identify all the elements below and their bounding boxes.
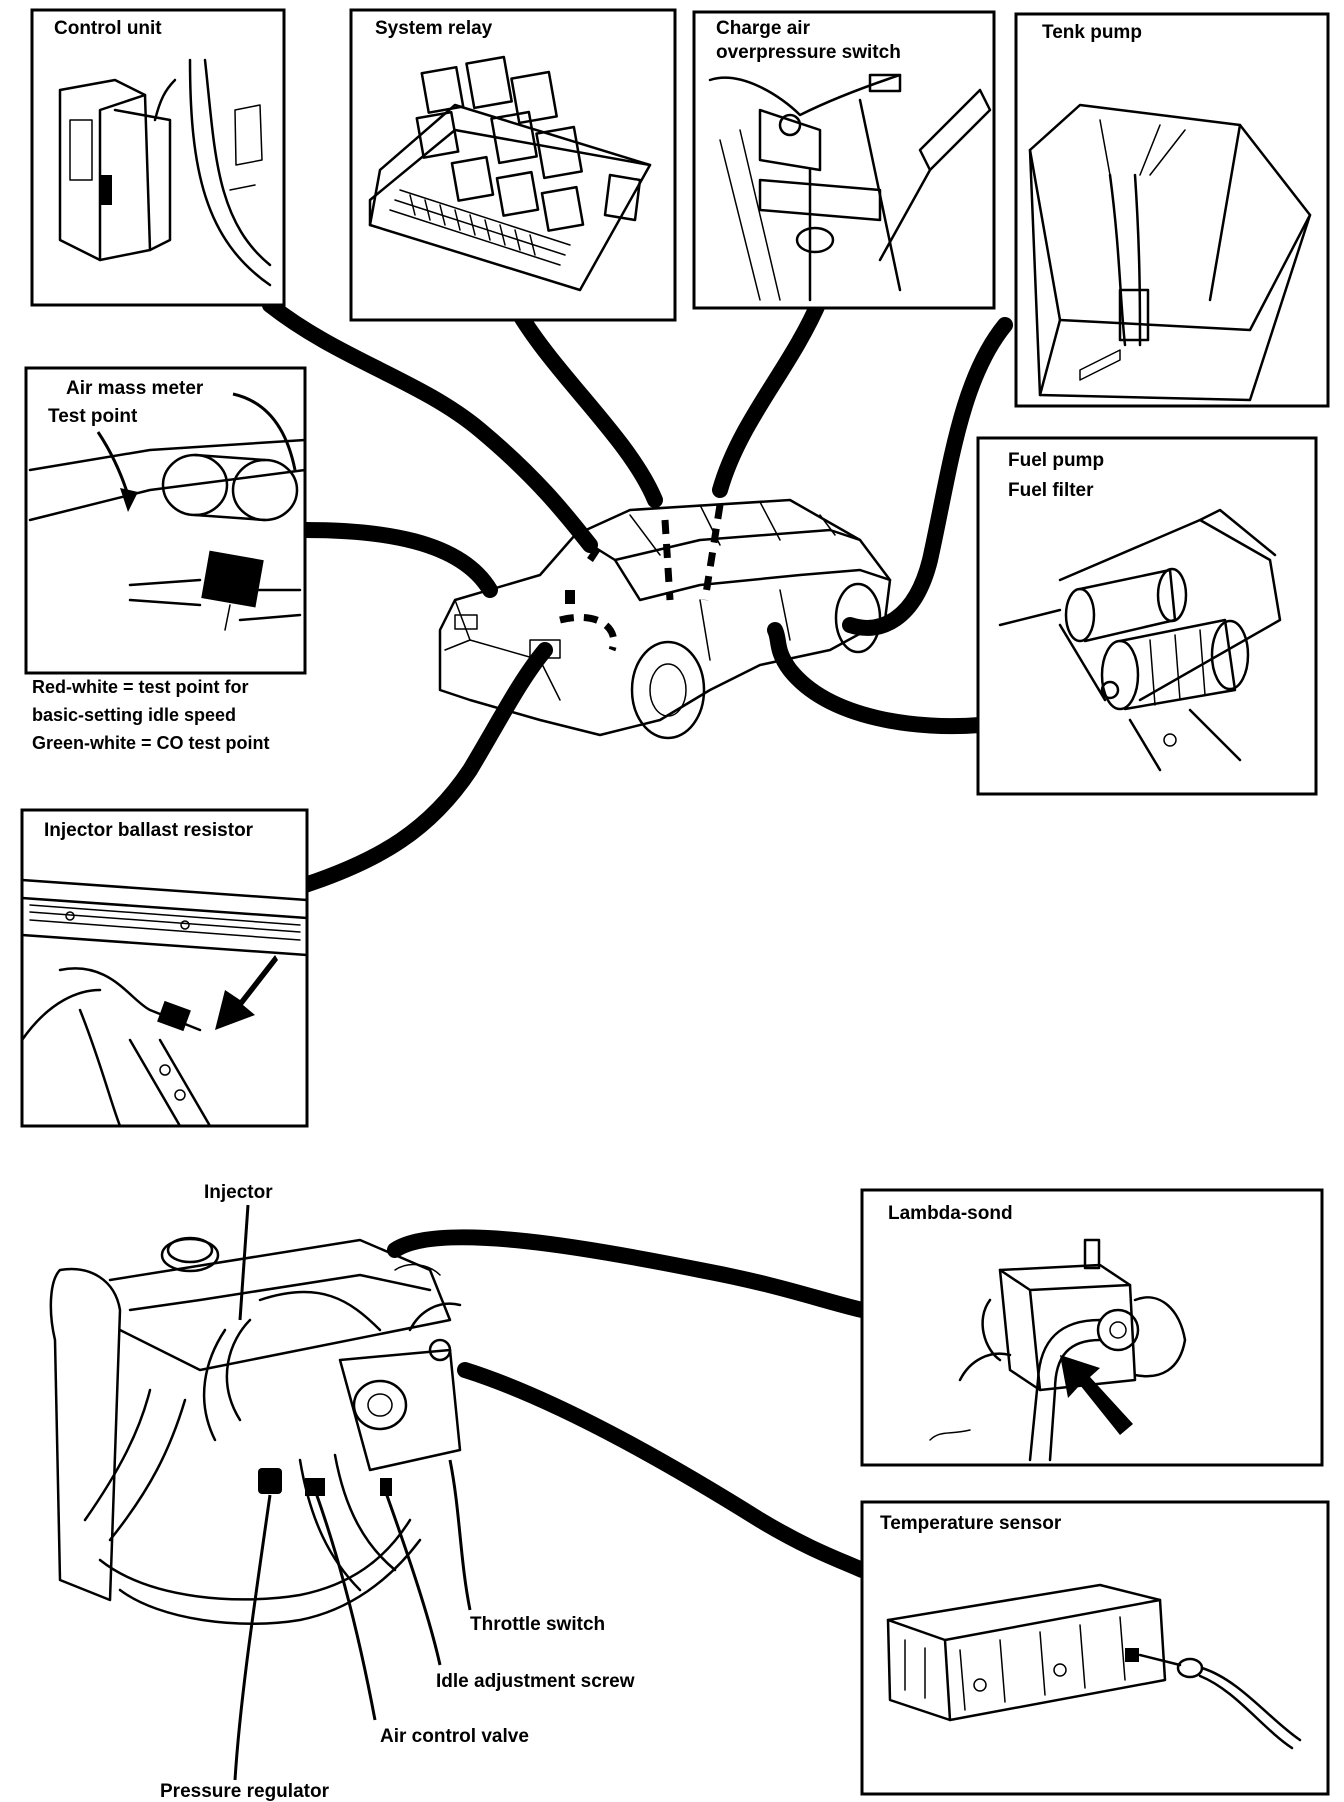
engine-illustration xyxy=(49,1236,462,1625)
label-charge-air-2: overpressure switch xyxy=(716,42,901,63)
label-fuel-filter: Fuel filter xyxy=(1008,480,1094,501)
cable-system-relay xyxy=(512,307,663,508)
label-air-mass-meter: Air mass meter xyxy=(66,378,204,399)
label-fuel-pump: Fuel pump xyxy=(1008,450,1104,471)
label-injector: Injector xyxy=(204,1182,273,1203)
label-injector-ballast: Injector ballast resistor xyxy=(44,820,254,841)
note-basic-setting: basic-setting idle speed xyxy=(32,705,236,725)
panel-temperature-sensor: Temperature sensor xyxy=(860,1500,1330,1796)
label-idle-adjustment-screw: Idle adjustment screw xyxy=(436,1671,635,1692)
panel-fuel-pump: Fuel pump Fuel filter xyxy=(976,436,1318,796)
panel-system-relay: System relay xyxy=(349,8,677,322)
panel-injector-ballast: Injector ballast resistor xyxy=(20,808,309,1128)
label-lambda-sond: Lambda-sond xyxy=(888,1203,1013,1224)
cable-control-unit xyxy=(262,297,598,553)
label-system-relay: System relay xyxy=(375,18,493,39)
label-pressure-regulator: Pressure regulator xyxy=(160,1781,330,1802)
label-tank-pump: Tenk pump xyxy=(1042,22,1142,43)
panel-air-mass-meter: Air mass meter Test point Red-white = te… xyxy=(24,366,307,753)
cable-fuel-pump xyxy=(767,622,988,735)
note-green-white: Green-white = CO test point xyxy=(32,733,270,753)
panel-charge-air: Charge air overpressure switch xyxy=(692,10,996,310)
label-charge-air-1: Charge air xyxy=(716,18,811,39)
note-red-white: Red-white = test point for xyxy=(32,677,249,697)
engine-leader-lines xyxy=(233,1204,472,1781)
label-test-point: Test point xyxy=(48,406,138,427)
label-air-control-valve: Air control valve xyxy=(380,1726,529,1747)
cable-charge-air xyxy=(712,292,828,498)
cable-temperature xyxy=(457,1362,870,1578)
panel-tank-pump: Tenk pump xyxy=(1014,12,1330,408)
panel-control-unit: Control unit xyxy=(30,8,286,307)
connector-cables xyxy=(262,292,1013,1578)
label-throttle-switch: Throttle switch xyxy=(470,1614,605,1635)
cable-air-mass xyxy=(297,522,498,598)
cable-tank-pump xyxy=(842,317,1013,636)
cable-lambda xyxy=(387,1229,870,1318)
car-outline-icon xyxy=(438,498,892,740)
label-control-unit: Control unit xyxy=(54,18,162,39)
label-temperature-sensor: Temperature sensor xyxy=(880,1513,1062,1534)
cable-injector-ballast xyxy=(297,642,553,893)
panel-lambda-sond: Lambda-sond xyxy=(860,1188,1324,1467)
